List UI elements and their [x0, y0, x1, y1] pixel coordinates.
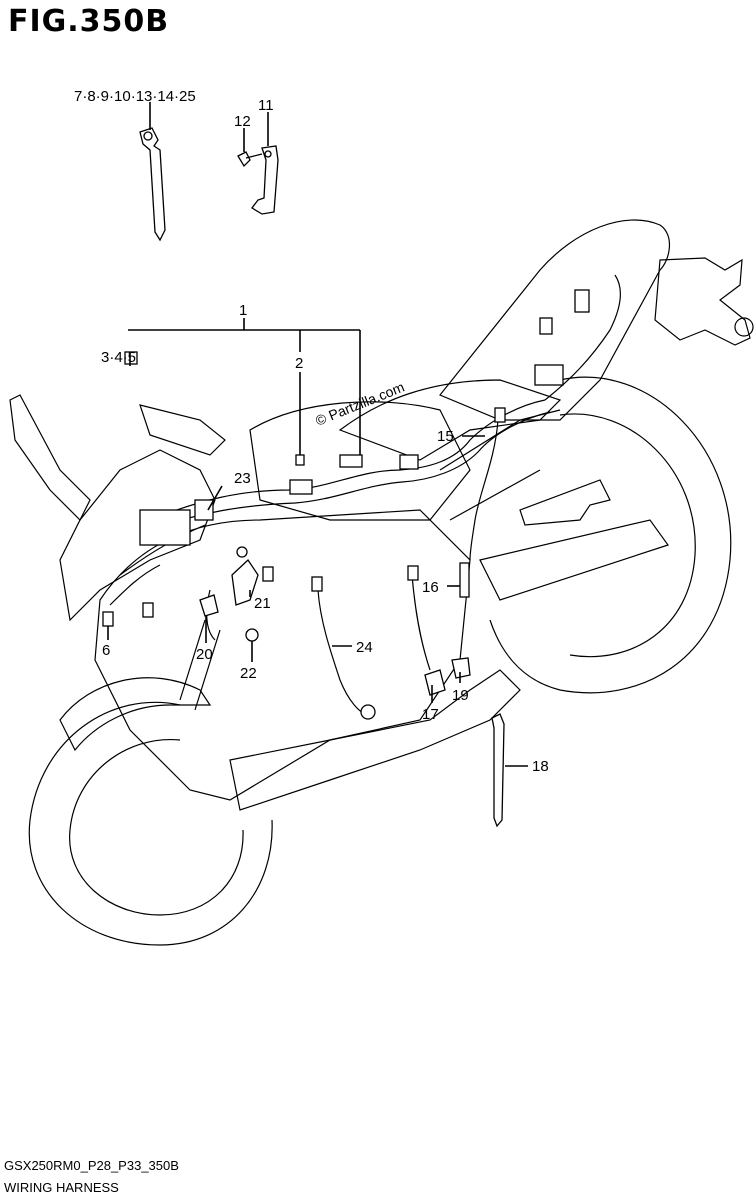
- harness-connector-a: [289, 479, 313, 495]
- cable-tie-18: [491, 713, 505, 828]
- front-wheel: [28, 701, 273, 946]
- mirror: [9, 394, 91, 522]
- handlebar: [139, 404, 226, 456]
- tail-harness: [544, 274, 622, 401]
- callout-12: 12: [234, 113, 251, 130]
- fuse-box: [139, 509, 191, 546]
- rear-reflector: [734, 317, 754, 337]
- leader-lines: [107, 102, 528, 767]
- callout-23: 23: [234, 470, 251, 487]
- part-22-screw: [245, 628, 259, 642]
- cable-tie-7-25: [139, 127, 166, 242]
- relay-connector: [194, 499, 214, 521]
- tail-connector: [574, 289, 590, 313]
- callout-16: 16: [422, 579, 439, 596]
- tail-cowl: [439, 219, 670, 421]
- clamp-11-group: [251, 145, 279, 215]
- connector-24: [311, 576, 323, 592]
- front-fork: [179, 619, 221, 711]
- harness-connector-c: [399, 454, 419, 470]
- callout-21: 21: [254, 595, 271, 612]
- model-code: GSX250RM0_P28_P33_350B: [4, 1158, 179, 1173]
- callout-3-5: 3·4·5: [101, 349, 136, 366]
- bolt-12-group: [237, 151, 263, 168]
- leader-23: [207, 485, 223, 511]
- callout-labels: 7·8·9·10·13·14·25 11 12 1 2 3·4·5 6 15 1…: [74, 88, 549, 775]
- swingarm: [479, 519, 669, 601]
- cable-tie-group: [139, 127, 166, 242]
- front-wheel-inner: [69, 739, 244, 916]
- callout-1: 1: [239, 302, 247, 319]
- harness-branch-15: [469, 419, 499, 561]
- figure-caption: WIRING HARNESS: [4, 1180, 119, 1195]
- rear-fender: [654, 257, 751, 346]
- callout-24: 24: [356, 639, 373, 656]
- cable-tie-head: [143, 131, 153, 141]
- callout-7-25: 7·8·9·10·13·14·25: [74, 88, 196, 105]
- rear-wheel-inner: [559, 413, 696, 658]
- harness-branch-20: [206, 589, 216, 641]
- front-fender: [59, 677, 212, 752]
- part-20-clip: [199, 594, 219, 617]
- figure-title: FIG.350B: [8, 4, 170, 39]
- callout-2: 2: [295, 355, 303, 372]
- belly-pan: [229, 669, 521, 811]
- main-fairing: [94, 509, 471, 801]
- callout-19: 19: [452, 687, 469, 704]
- connector-17-top: [407, 565, 419, 581]
- main-harness-run-2: [149, 411, 551, 531]
- harness-branch-17: [411, 574, 431, 671]
- clamp-11-hole: [264, 150, 272, 158]
- motorcycle-outline: [9, 219, 754, 946]
- callout-17: 17: [422, 706, 439, 723]
- part-19-clip: [451, 657, 471, 679]
- tail-connector-2: [539, 317, 553, 335]
- main-harness-run: [149, 399, 546, 521]
- wiring-harness: [102, 274, 622, 720]
- callout-6: 6: [102, 642, 110, 659]
- connector-2: [295, 454, 305, 466]
- part-16-sensor: [459, 562, 470, 598]
- connector-21: [262, 566, 274, 582]
- clamp-11: [251, 145, 279, 215]
- callout-22: 22: [240, 665, 257, 682]
- part-17-clamp: [424, 669, 446, 696]
- bolt-12: [237, 151, 263, 168]
- seat: [338, 379, 562, 461]
- harness-connector-b: [339, 454, 363, 468]
- harness-branch-24: [317, 589, 371, 716]
- part-24-grommet: [360, 704, 376, 720]
- connector-15-top: [494, 407, 506, 423]
- swingarm-bracket: [519, 479, 611, 526]
- cable-tie-18-group: [491, 713, 505, 828]
- callout-20: 20: [196, 646, 213, 663]
- fuel-tank: [249, 401, 471, 521]
- screw-21: [236, 546, 248, 558]
- front-nose: [59, 449, 216, 622]
- callout-18: 18: [532, 758, 549, 775]
- rear-frame: [439, 409, 561, 521]
- relay-3-4-5: [124, 351, 138, 365]
- connector-6-right: [142, 602, 154, 618]
- callout-11: 11: [258, 97, 274, 114]
- harness-branch-left: [109, 524, 206, 606]
- connector-6-left: [102, 611, 114, 627]
- tail-relay: [534, 364, 564, 386]
- part-21-bracket: [231, 559, 259, 606]
- callout-15: 15: [437, 428, 454, 445]
- rear-wheel: [489, 376, 732, 694]
